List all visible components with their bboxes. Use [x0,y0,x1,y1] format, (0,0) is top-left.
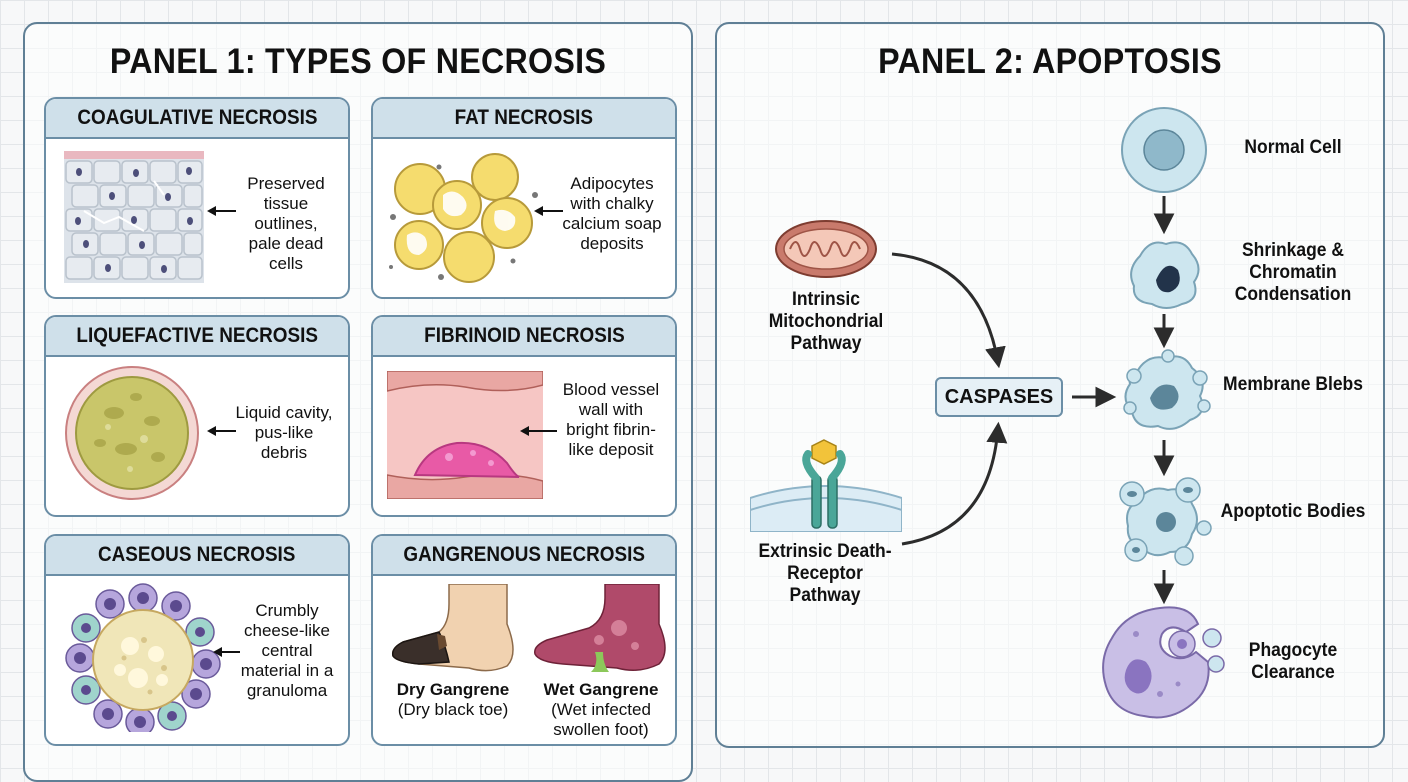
normal-cell-label: Normal Cell [1244,137,1342,158]
intrinsic-to-caspases-arrow [891,252,1006,369]
mitochondrion-icon [775,220,877,278]
pointer-arrow-icon [207,426,236,436]
extrinsic-to-caspases-arrow [901,421,1008,546]
membrane-blebs-label: Membrane Blebs [1223,374,1363,395]
membrane-blebs-icon [1123,349,1211,430]
card-title: GANGRENOUS NECROSIS [403,543,645,566]
shrinking-cell-icon [1130,241,1200,309]
fibrinoid-vessel-illustration [387,371,543,499]
card-title: LIQUEFACTIVE NECROSIS [76,324,318,347]
wet-gangrene-title: Wet Gangrene [543,680,659,699]
card-description: Blood vessel wall with bright fibrin-lik… [562,380,660,459]
death-receptor-icon [750,439,902,532]
caseous-granuloma-illustration [65,583,221,732]
card-description: Adipocytes with chalky calcium soap depo… [562,174,662,253]
card-description: Liquid cavity, pus-like debris [235,403,333,462]
card-fat: FAT NECROSIS Adipocytes with chalky calc… [371,97,677,299]
liquefactive-cavity-illustration [65,366,199,500]
apoptotic-bodies-label: Apoptotic Bodies [1220,501,1366,522]
card-liquefactive: LIQUEFACTIVE NECROSIS Liquid cavity, pus… [44,315,350,517]
card-gangrenous: GANGRENOUS NECROSIS Dry Gangrene (Dry bl… [371,534,677,746]
card-description: Preserved tissue outlines, pale dead cel… [247,174,325,273]
card-coagulative: COAGULATIVE NECROSIS Preserved tissue ou… [44,97,350,299]
dry-gangrene-title: Dry Gangrene [396,680,510,699]
pointer-arrow-icon [520,426,557,436]
panel-1-title: PANEL 1: TYPES OF NECROSIS [109,42,607,81]
panel-2-title: PANEL 2: APOPTOSIS [878,42,1222,81]
phagocyte-icon [1102,606,1225,719]
pointer-arrow-icon [534,206,563,216]
fat-cells-illustration [389,153,538,283]
card-description: Crumbly cheese-like central material in … [240,601,334,700]
card-fibrinoid: FIBRINOID NECROSIS Blood vessel wall wit… [371,315,677,517]
wet-gangrene-foot-illustration [534,584,666,672]
wet-gangrene-desc: (Wet infected swollen foot) [551,700,651,739]
intrinsic-pathway-label: Intrinsic Mitochondrial Pathway [768,289,884,354]
card-title: COAGULATIVE NECROSIS [76,106,318,129]
shrinkage-label: Shrinkage & Chromatin Condensation [1234,240,1352,305]
card-caseous: CASEOUS NECROSIS Crumbly cheese-like cen… [44,534,350,746]
phagocyte-clearance-label: Phagocyte Clearance [1248,640,1338,683]
card-title: FIBRINOID NECROSIS [423,324,625,347]
card-title: CASEOUS NECROSIS [98,543,296,566]
dry-gangrene-desc: (Dry black toe) [397,700,509,719]
apoptotic-bodies-icon [1119,477,1212,566]
coagulative-tissue-illustration [64,151,204,283]
normal-cell-icon [1121,107,1207,193]
pointer-arrow-icon [207,206,236,216]
extrinsic-pathway-label: Extrinsic Death-Receptor Pathway [758,541,892,606]
card-title: FAT NECROSIS [454,106,594,129]
dry-gangrene-foot-illustration [391,584,514,672]
caspases-box: CASPASES [935,377,1063,417]
pointer-arrow-icon [213,647,240,657]
